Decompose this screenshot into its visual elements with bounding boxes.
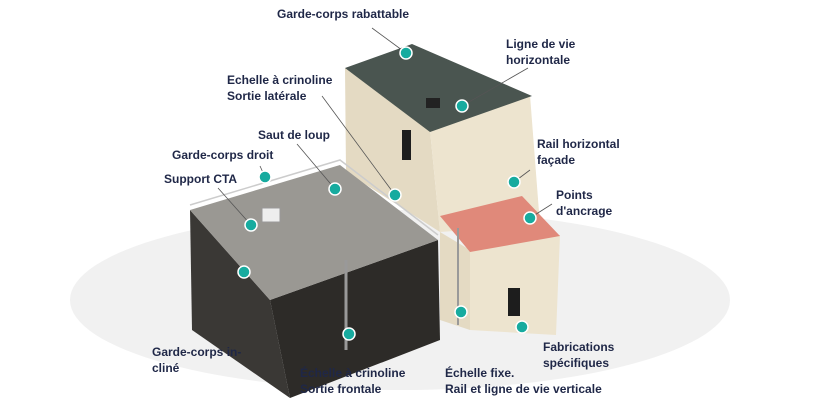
marker-garde-corps-droit (258, 170, 272, 184)
label-line: Support CTA (164, 172, 238, 186)
upper-door (402, 130, 411, 160)
label-line: Echelle à crinoline (227, 73, 333, 87)
dark-building-left-wall (190, 210, 290, 398)
marker-points-ancrage (523, 211, 537, 225)
label-line: Sortie frontale (300, 382, 382, 396)
label-line: Ligne de vie (506, 37, 576, 51)
marker-rail-horizontal (507, 175, 521, 189)
marker-ligne-de-vie (455, 99, 469, 113)
label-line: Points (556, 188, 593, 202)
marker-saut-de-loup (328, 182, 342, 196)
markers (237, 46, 537, 341)
marker-support-cta (244, 218, 258, 232)
label-rail-horizontal-facade: Rail horizontal façade (537, 136, 620, 168)
label-line: Garde-corps droit (172, 148, 274, 162)
label-garde-corps-incline: Garde-corps in-cliné (152, 344, 241, 376)
small-building-front-wall (470, 235, 560, 335)
marker-echelle-frontale (342, 327, 356, 341)
label-echelle-fixe: Échelle fixe. Rail et ligne de vie vertic… (445, 365, 602, 397)
label-line: façade (537, 153, 576, 167)
label-line: Garde-corps in- (152, 345, 242, 359)
gravel-roof (190, 165, 438, 300)
marker-garde-corps-incline (237, 265, 251, 279)
marker-echelle-fixe (454, 305, 468, 319)
label-line: cliné (152, 361, 180, 375)
label-garde-corps-droit: Garde-corps droit (172, 147, 273, 163)
guardrail (189, 159, 439, 236)
label-line: Saut de loup (258, 128, 330, 142)
label-points-ancrage: Points d'ancrage (556, 187, 612, 219)
label-garde-corps-rabattable: Garde-corps rabattable (277, 6, 409, 22)
tall-building-side-wall (345, 68, 440, 232)
label-line: d'ancrage (556, 204, 613, 218)
label-line: Garde-corps rabattable (277, 7, 410, 21)
label-saut-de-loup: Saut de loup (258, 127, 330, 143)
label-line: Sortie latérale (227, 89, 307, 103)
marker-garde-corps-rabattable (399, 46, 413, 60)
label-support-cta: Support CTA (164, 171, 237, 187)
lower-door (508, 288, 520, 316)
label-ligne-de-vie-horizontale: Ligne de vie horizontale (506, 36, 575, 68)
marker-echelle-laterale (388, 188, 402, 202)
tall-building-front-wall (430, 95, 540, 232)
tall-building-roof (345, 44, 532, 132)
cta-unit (261, 207, 281, 223)
label-line: Rail et ligne de vie verticale (445, 382, 602, 396)
tile-roof (440, 196, 560, 252)
label-line: Échelle fixe. (445, 366, 515, 380)
roof-hatch (426, 98, 440, 108)
marker-fabrications (515, 320, 529, 334)
label-line: Rail horizontal (537, 137, 620, 151)
label-line: Fabrications (543, 340, 615, 354)
label-fabrications-specifiques: Fabrications spécifiques (543, 339, 614, 371)
dark-building-front-wall (270, 240, 440, 398)
label-line: spécifiques (543, 356, 610, 370)
label-line: horizontale (506, 53, 571, 67)
label-line: Échelle à crinoline (300, 366, 406, 380)
